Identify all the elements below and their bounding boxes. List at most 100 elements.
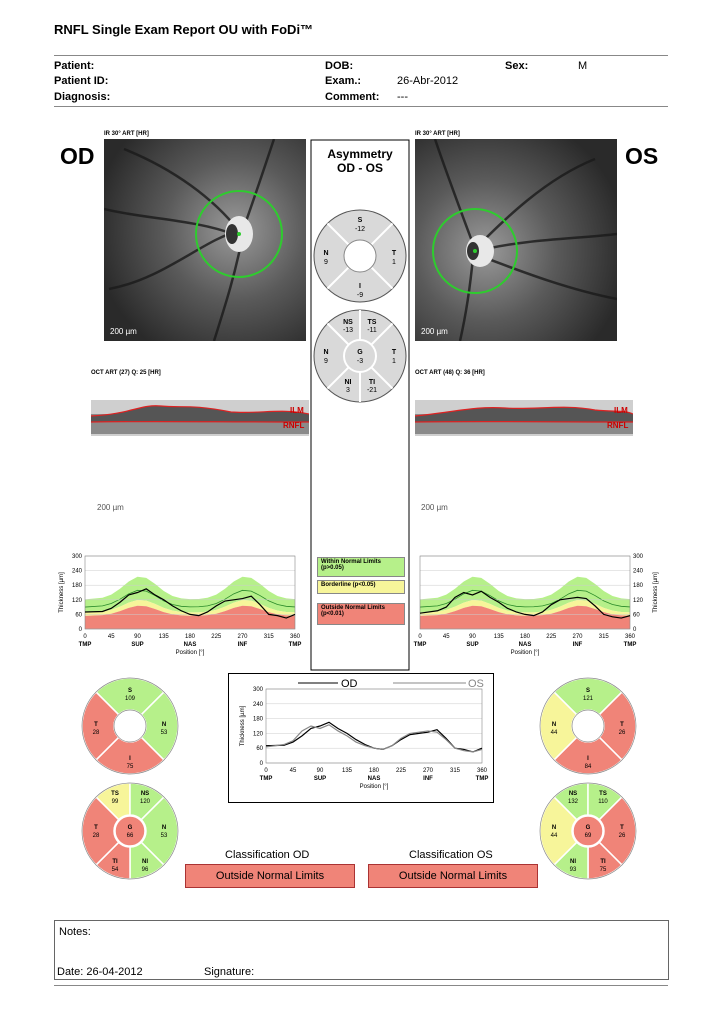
diagnosis-label: Diagnosis: — [54, 91, 111, 103]
x-tick-label: 270 — [423, 768, 434, 774]
scale-bar-os: 200 µm — [421, 327, 448, 336]
x-tick-label: 225 — [211, 634, 222, 640]
asym-ns: -13 — [343, 327, 353, 334]
classification-os-value: Outside Normal Limits — [368, 864, 538, 888]
exam-label: Exam.: — [325, 75, 362, 87]
y-tick-label: 240 — [72, 569, 83, 575]
sex-value: M — [578, 60, 588, 72]
sector-value: 75 — [127, 764, 134, 770]
scale-oct-od: 200 µm — [97, 503, 124, 512]
normal-band — [85, 576, 295, 613]
classification-od-value: Outside Normal Limits — [185, 864, 355, 888]
footer-date: Date: 26-04-2012 — [57, 966, 143, 978]
sector-label: T — [94, 722, 98, 728]
oct-label-od: OCT ART (27) Q: 25 [HR] — [91, 370, 161, 376]
fundus-od-graphic — [104, 139, 306, 341]
scale-oct-os: 200 µm — [421, 503, 448, 512]
sector-g — [572, 815, 604, 847]
os-label: OS — [625, 143, 659, 169]
asym-ni: 3 — [346, 387, 350, 394]
sector-value: 53 — [161, 833, 168, 839]
normal-band — [420, 576, 630, 613]
sector-value: 120 — [140, 799, 151, 805]
x-tick-label: 360 — [625, 634, 636, 640]
y-tick-label: 300 — [72, 554, 83, 560]
sector-label: S — [128, 688, 132, 694]
signature-label: Signature: — [204, 966, 255, 978]
x-tick-label: 90 — [134, 634, 141, 640]
asymmetry-title-line1: Asymmetry — [327, 147, 393, 161]
x-tick-label: 180 — [185, 634, 196, 640]
sector-label: NS — [141, 791, 149, 797]
center-hole — [113, 709, 147, 743]
asym-n: 9 — [324, 259, 328, 266]
x-tick-label: 90 — [317, 768, 324, 774]
notes-box[interactable]: Notes: — [54, 920, 669, 980]
x-tick-label: 45 — [443, 634, 450, 640]
x-tick-label: 90 — [469, 634, 476, 640]
legend-os-label: OS — [468, 678, 484, 690]
fundus-os-graphic — [415, 139, 617, 341]
sector-value: 26 — [619, 730, 626, 736]
asymmetry-circle-6: NS -13 TS -11 N 9 G -3 T 1 NI 3 TI -21 — [313, 309, 407, 403]
asym-ti: -21 — [367, 387, 377, 394]
sex-label: Sex: — [505, 60, 529, 72]
y-tick-label: 180 — [72, 583, 83, 589]
region-label: SUP — [131, 642, 143, 648]
region-label: NAS — [519, 642, 532, 648]
x-tick-label: 315 — [450, 768, 461, 774]
x-axis-label: Position [°] — [511, 650, 540, 656]
asymmetry-title-line2: OD - OS — [336, 161, 383, 175]
dob-label: DOB: — [325, 60, 354, 72]
y-tick-label: 300 — [633, 554, 644, 560]
sector-label: N — [552, 825, 556, 831]
x-tick-label: 180 — [520, 634, 531, 640]
sector-value: 54 — [112, 867, 119, 873]
legend-outside: Outside Normal Limits (p<0.01) — [317, 603, 405, 625]
series-line-od — [84, 588, 296, 619]
series-line-od — [265, 721, 483, 753]
svg-text:TS: TS — [368, 319, 377, 326]
comment-label: Comment: — [325, 91, 380, 103]
y-tick-label: 60 — [75, 612, 82, 618]
od-label: OD — [60, 143, 95, 169]
y-tick-label: 0 — [633, 627, 637, 633]
asym-g: -3 — [357, 358, 363, 365]
ilm-label-os: ILM — [614, 406, 628, 415]
patient-label: Patient: — [54, 60, 95, 72]
asymmetry-title: Asymmetry OD - OS — [311, 147, 409, 175]
outside-band — [420, 605, 630, 629]
y-axis-label: Thickness [µm] — [240, 705, 246, 746]
asym6-t: 1 — [392, 358, 396, 365]
sector-value: 69 — [585, 833, 592, 839]
sector-value: 84 — [585, 764, 592, 770]
sector-label: I — [129, 756, 131, 762]
sector-label: I — [587, 756, 589, 762]
oct-bscan-od: ILM RNFL 200 µm — [91, 400, 309, 512]
y-axis-label: Thickness [µm] — [59, 572, 65, 613]
region-label: TMP — [476, 776, 489, 782]
comparison-panel — [228, 673, 494, 803]
sector-value: 121 — [583, 696, 594, 702]
legend-od-label: OD — [341, 678, 358, 690]
region-label: TMP — [289, 642, 302, 648]
sector-value: 93 — [570, 867, 577, 873]
divider — [54, 985, 668, 986]
classification-od-title: Classification OD — [225, 849, 310, 861]
outside-band — [85, 605, 295, 629]
asym6-n: 9 — [324, 358, 328, 365]
legend-within: Within Normal Limits (p>0.05) — [317, 557, 405, 577]
x-tick-label: 45 — [290, 768, 297, 774]
x-tick-label: 135 — [159, 634, 170, 640]
region-label: TMP — [414, 642, 427, 648]
sector-label: G — [128, 825, 133, 831]
sector-value: 44 — [551, 833, 558, 839]
svg-text:I: I — [359, 283, 361, 290]
asym-ts: -11 — [367, 327, 377, 334]
